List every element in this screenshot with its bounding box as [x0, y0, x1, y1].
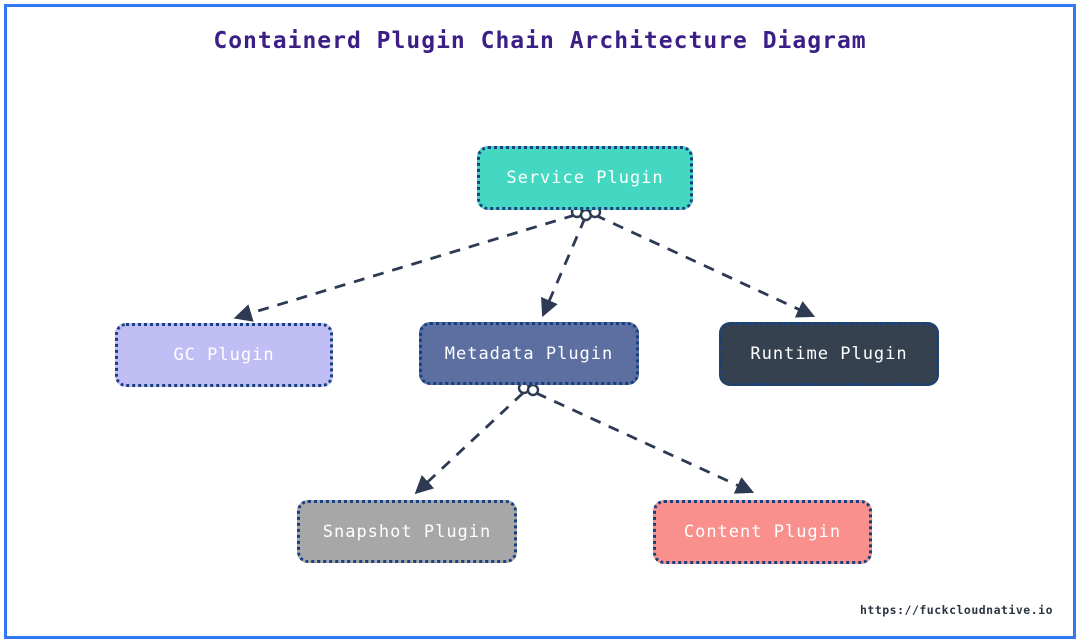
- edge-service-to-runtime: [594, 213, 816, 318]
- node-content-plugin: Content Plugin: [653, 500, 872, 564]
- node-label: Service Plugin: [506, 168, 664, 188]
- watermark-url: https://fuckcloudnative.io: [859, 603, 1053, 617]
- node-snapshot-plugin: Snapshot Plugin: [297, 500, 517, 563]
- junction-dot: [579, 208, 593, 222]
- edge-metadata-to-snapshot: [414, 391, 524, 495]
- node-metadata-plugin: Metadata Plugin: [419, 322, 639, 385]
- node-label: Snapshot Plugin: [322, 521, 492, 542]
- node-runtime-plugin: Runtime Plugin: [719, 322, 939, 386]
- edge-metadata-to-content: [535, 391, 755, 494]
- node-label: Runtime Plugin: [750, 344, 908, 364]
- edge-service-to-gc: [233, 213, 576, 322]
- node-gc-plugin: GC Plugin: [115, 323, 333, 387]
- node-service-plugin: Service Plugin: [477, 146, 693, 210]
- junction-dot: [526, 383, 540, 397]
- page-title: Containerd Plugin Chain Architecture Dia…: [213, 28, 867, 54]
- node-label: Metadata Plugin: [444, 343, 614, 364]
- edge-service-to-metadata: [541, 217, 587, 318]
- node-label: GC Plugin: [173, 345, 275, 365]
- node-label: Content Plugin: [683, 522, 842, 542]
